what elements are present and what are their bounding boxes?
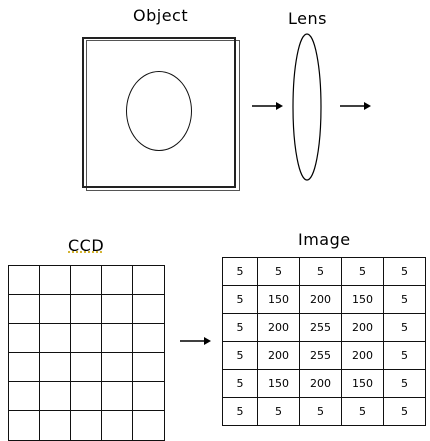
ccd-cell	[9, 382, 40, 411]
ccd-cell	[9, 353, 40, 382]
object-label: Object	[133, 6, 189, 25]
ccd-cell	[133, 266, 164, 295]
pixel-value-cell: 200	[299, 369, 342, 398]
ccd-cell	[102, 295, 133, 324]
ccd-cell	[102, 411, 133, 440]
ccd-cell	[102, 324, 133, 353]
pixel-value-cell: 5	[222, 341, 258, 370]
ccd-cell	[71, 353, 102, 382]
right-arrow-icon	[340, 102, 371, 110]
pixel-value-cell: 200	[341, 313, 384, 342]
object-circle	[126, 71, 192, 151]
pixel-value-cell: 255	[299, 313, 342, 342]
ccd-cell	[133, 353, 164, 382]
pixel-value-cell: 200	[341, 341, 384, 370]
ccd-cell	[40, 266, 71, 295]
pixel-value-cell: 5	[383, 369, 426, 398]
object-box-shadow	[86, 40, 240, 191]
pixel-value-cell: 150	[341, 369, 384, 398]
right-arrow-icon	[180, 337, 211, 345]
ccd-cell	[102, 266, 133, 295]
pixel-value-cell: 150	[257, 285, 300, 314]
ccd-cell	[133, 411, 164, 440]
pixel-value-cell: 200	[257, 313, 300, 342]
ccd-cell	[71, 382, 102, 411]
ccd-cell	[40, 295, 71, 324]
ccd-cell	[71, 324, 102, 353]
right-arrow-icon	[252, 102, 283, 110]
ccd-cell	[40, 353, 71, 382]
convex-lens-icon	[292, 33, 322, 181]
object-box	[82, 37, 236, 188]
pixel-value-cell: 150	[341, 285, 384, 314]
ccd-cell	[71, 295, 102, 324]
pixel-value-cell: 5	[299, 397, 342, 426]
pixel-value-cell: 5	[299, 257, 342, 286]
ccd-cell	[40, 324, 71, 353]
ccd-cell	[40, 411, 71, 440]
ccd-cell	[133, 295, 164, 324]
pixel-value-cell: 200	[257, 341, 300, 370]
ccd-cell	[71, 411, 102, 440]
pixel-value-cell: 5	[222, 369, 258, 398]
ccd-cell	[133, 324, 164, 353]
ccd-cell	[102, 382, 133, 411]
pixel-value-cell: 5	[222, 313, 258, 342]
pixel-value-cell: 255	[299, 341, 342, 370]
pixel-value-cell: 5	[383, 341, 426, 370]
pixel-value-cell: 5	[383, 313, 426, 342]
ccd-cell	[9, 324, 40, 353]
pixel-value-cell: 5	[383, 257, 426, 286]
pixel-value-cell: 5	[257, 257, 300, 286]
pixel-value-cell: 5	[222, 397, 258, 426]
pixel-value-cell: 5	[222, 285, 258, 314]
ccd-cell	[9, 266, 40, 295]
ccd-cell	[9, 411, 40, 440]
ccd-cell	[9, 295, 40, 324]
pixel-value-cell: 5	[341, 397, 384, 426]
ccd-cell	[71, 266, 102, 295]
ccd-cell	[102, 353, 133, 382]
image-label: Image	[298, 230, 351, 249]
ccd-label: CCD	[68, 236, 105, 255]
ccd-cell	[133, 382, 164, 411]
pixel-value-cell: 5	[341, 257, 384, 286]
lens-label: Lens	[288, 9, 327, 28]
pixel-value-cell: 5	[222, 257, 258, 286]
ccd-cell	[40, 382, 71, 411]
pixel-value-cell: 150	[257, 369, 300, 398]
pixel-value-cell: 5	[257, 397, 300, 426]
pixel-value-cell: 5	[383, 285, 426, 314]
ccd-grid	[8, 265, 165, 441]
pixel-value-cell: 5	[383, 397, 426, 426]
pixel-value-cell: 200	[299, 285, 342, 314]
